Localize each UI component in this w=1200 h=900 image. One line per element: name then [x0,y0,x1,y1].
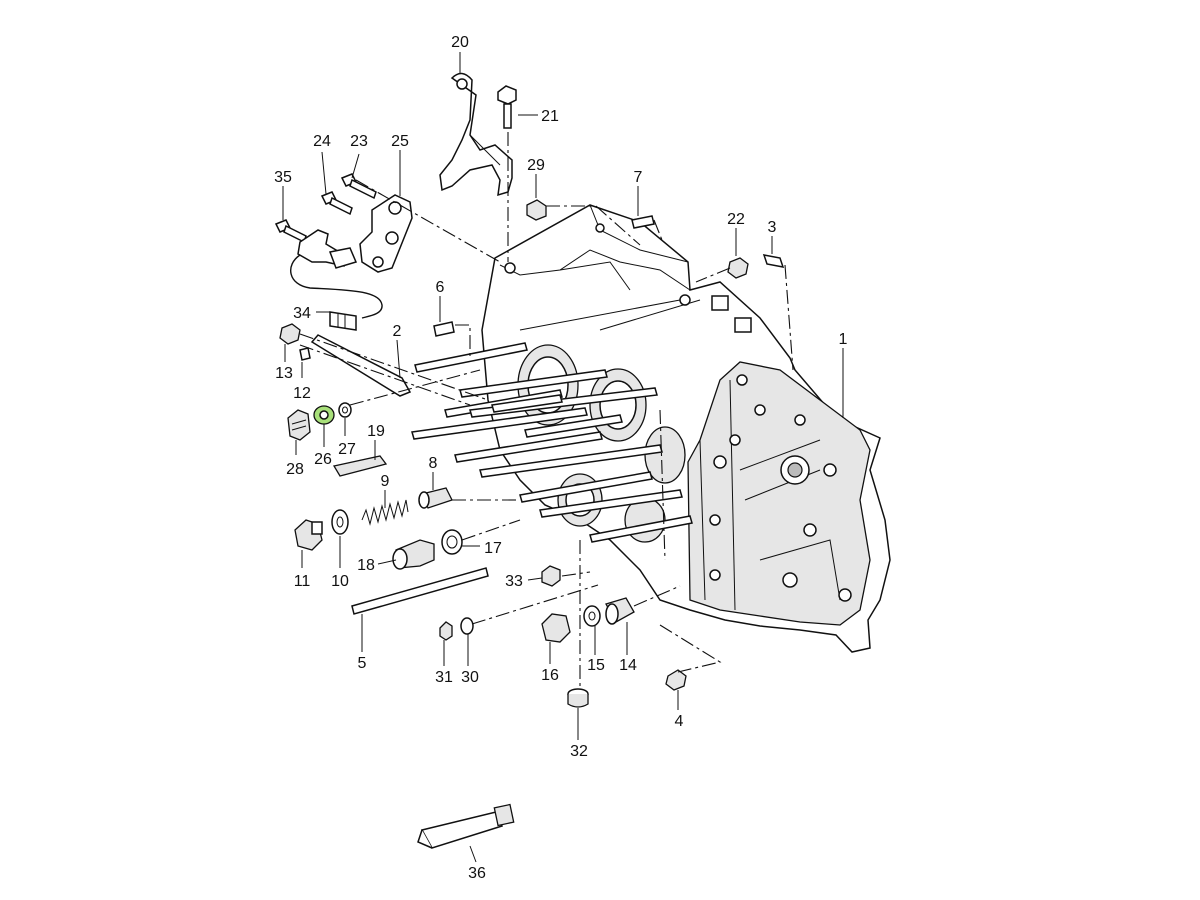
tube-19[interactable] [332,455,388,477]
callout-19: 19 [367,423,385,440]
part-13[interactable] [279,323,301,345]
washer-30[interactable] [460,617,474,635]
callout-34: 34 [293,305,311,322]
callout-11: 11 [294,573,311,590]
nut-33[interactable] [541,565,561,587]
callout-4: 4 [675,713,684,730]
pin-7[interactable] [631,215,655,229]
callout-18: 18 [357,557,375,574]
part-28[interactable] [287,409,311,441]
callout-22: 22 [727,211,745,228]
plug-11[interactable] [294,519,323,551]
callout-5: 5 [358,655,367,672]
part-12[interactable] [299,347,311,361]
part-14[interactable] [605,597,635,625]
callout-17: 17 [484,540,502,557]
callout-9: 9 [381,473,390,490]
washer-27[interactable] [338,402,352,418]
callout-10: 10 [331,573,349,590]
seal-15[interactable] [583,605,601,627]
callout-24: 24 [313,133,331,150]
callout-31: 31 [435,669,453,686]
seal-17[interactable] [441,529,463,555]
callout-15: 15 [587,657,605,674]
callout-8: 8 [429,455,438,472]
bolt-21[interactable] [497,85,517,129]
callout-32: 32 [570,743,588,760]
assembly-lines [299,132,794,690]
callout-1: 1 [839,331,848,348]
nut-29[interactable] [526,199,547,221]
part-22[interactable] [727,257,749,279]
piston-8[interactable] [418,487,453,509]
callout-23: 23 [350,133,368,150]
part-4[interactable] [665,669,687,691]
callout-33: 33 [505,573,523,590]
callout-26: 26 [314,451,332,468]
callout-16: 16 [541,667,559,684]
callout-36: 36 [468,865,486,882]
callout-35: 35 [274,169,292,186]
callout-14: 14 [619,657,637,674]
callout-7: 7 [634,169,643,186]
callout-21: 21 [541,108,559,125]
studs[interactable] [310,334,693,615]
callout-20: 20 [451,34,469,51]
pin-6[interactable] [433,321,455,337]
callout-13: 13 [275,365,293,382]
part-32[interactable] [567,688,589,708]
callout-12: 12 [293,385,311,402]
sealant-tube-36[interactable] [417,803,515,849]
spring-9[interactable] [361,499,409,526]
callout-28: 28 [286,461,304,478]
leader-lines [282,52,844,863]
callout-29: 29 [527,157,545,174]
bracket-20[interactable] [439,72,513,197]
dowel-3[interactable] [762,254,785,268]
plug-16[interactable] [541,613,571,643]
seal-ring-26[interactable] [313,405,335,425]
callout-27: 27 [338,441,356,458]
washer-10[interactable] [331,509,349,535]
callout-3: 3 [768,219,777,236]
callout-25: 25 [391,133,409,150]
callout-6: 6 [436,279,445,296]
fitting-18[interactable] [392,539,435,570]
callout-2: 2 [393,323,402,340]
nut-31[interactable] [439,621,453,641]
callout-labels: 20 21 29 7 22 3 1 6 2 23 24 25 35 34 13 … [274,34,847,882]
callout-30: 30 [461,669,479,686]
